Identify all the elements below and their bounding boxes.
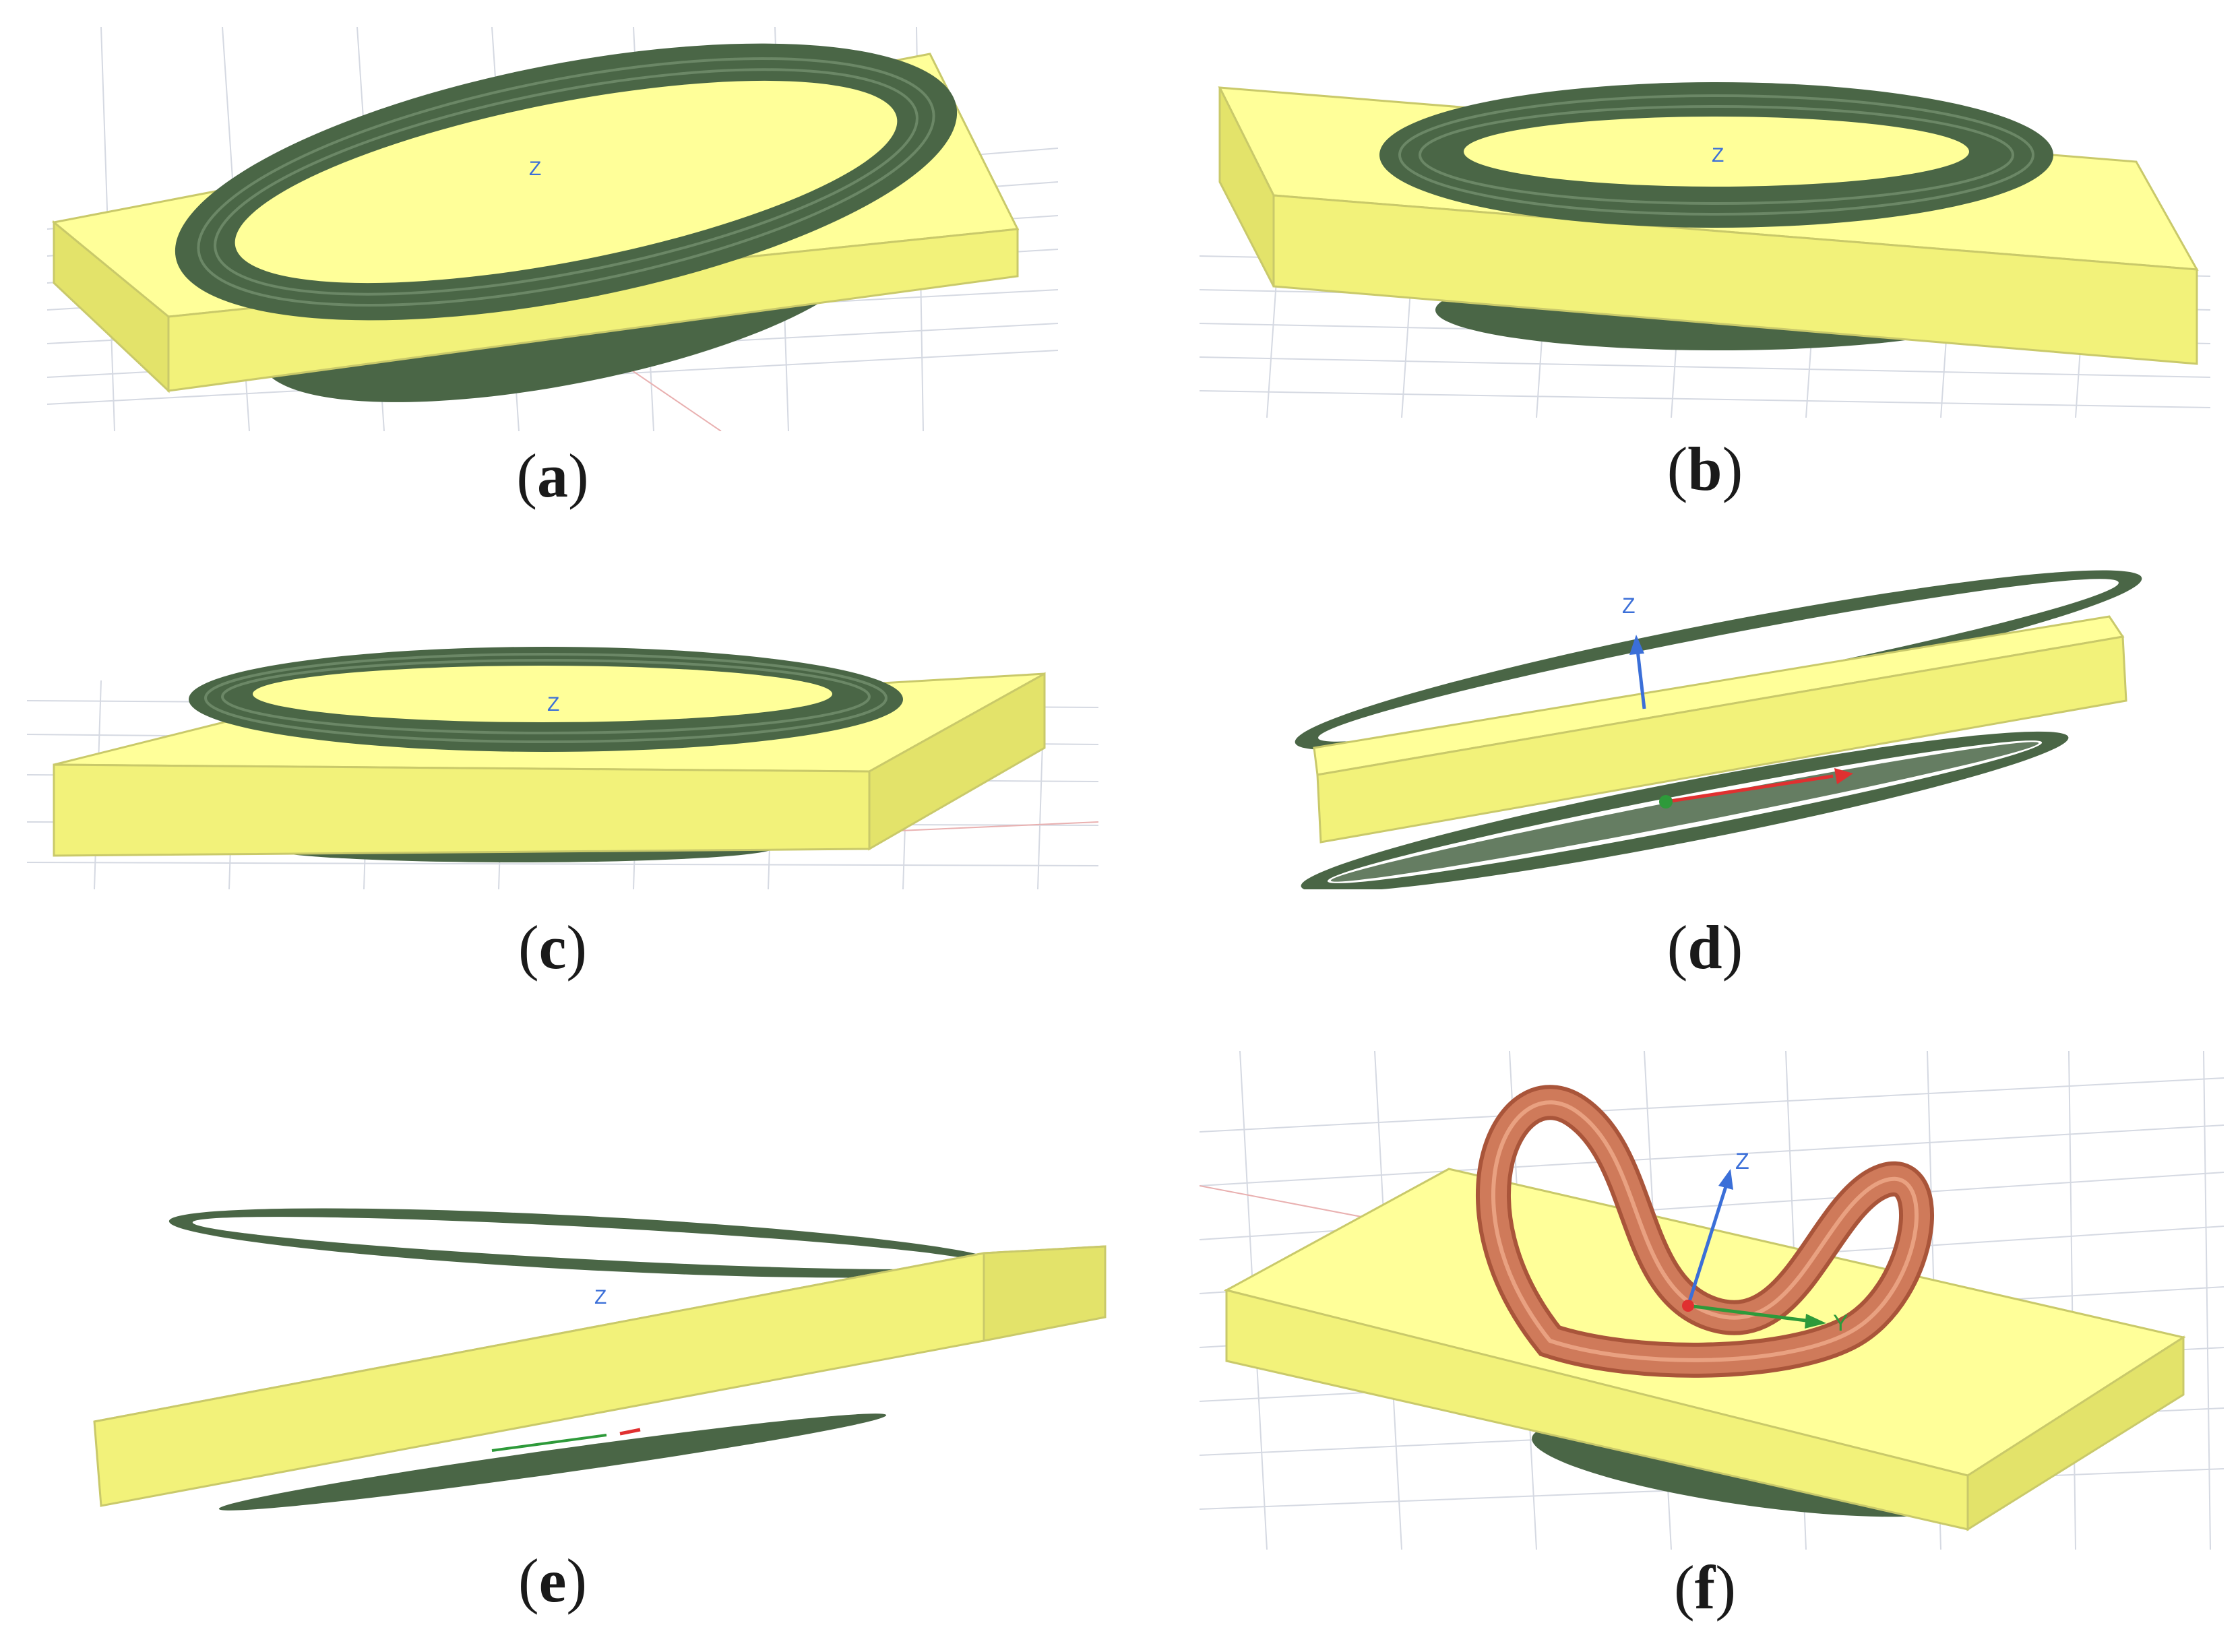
panel-f-render: Z Y	[1200, 1051, 2224, 1550]
z-axis-label: Z	[594, 1286, 606, 1308]
copper-saddle-coil	[1476, 1085, 1934, 1378]
core-side-face	[53, 220, 170, 393]
core-front-face	[1316, 635, 2127, 844]
axis-triad: Z	[1622, 594, 1853, 808]
panel-c-render: Z	[27, 647, 1098, 889]
z-axis-label: Z	[529, 158, 541, 180]
caption-b: (b)	[1667, 435, 1743, 503]
panel-a: Z	[47, 27, 1058, 431]
core-side-face	[1218, 87, 1275, 287]
panel-c: Z	[27, 600, 1098, 889]
core-side-face	[983, 1245, 1107, 1342]
panel-e: Z	[88, 1193, 1139, 1529]
z-axis-label: Z	[1735, 1149, 1749, 1174]
panel-f: Z Y	[1200, 1051, 2224, 1550]
z-axis-label: Z	[1622, 594, 1636, 618]
caption-c: (c)	[518, 913, 588, 982]
axis-triad: Z Y	[1682, 1149, 1848, 1336]
top-coil	[168, 1208, 1004, 1278]
ferrite-core	[93, 1245, 1107, 1507]
caption-e: (e)	[518, 1546, 588, 1615]
panel-a-render: Z	[47, 27, 1058, 431]
core-side-face	[868, 672, 1046, 851]
core-front-face	[53, 763, 871, 857]
panel-d-render: Z	[1295, 570, 2142, 889]
y-axis-label: Y	[1833, 1310, 1848, 1336]
z-axis-label: Z	[547, 693, 559, 716]
top-coil	[175, 43, 958, 321]
panel-b-render: Z	[1200, 82, 2210, 418]
z-axis-label: Z	[1712, 144, 1724, 166]
top-coil	[1379, 82, 2053, 228]
caption-d: (d)	[1667, 913, 1743, 982]
top-coil	[1295, 570, 2142, 751]
core-side-face	[1966, 1335, 2185, 1531]
caption-f: (f)	[1674, 1553, 1736, 1622]
bottom-coil	[1301, 731, 2069, 889]
panel-b: Z	[1200, 20, 2210, 418]
bottom-coil	[218, 1413, 887, 1511]
axis-triad	[491, 1428, 641, 1452]
caption-a: (a)	[516, 441, 589, 510]
ferrite-core	[1313, 615, 2127, 844]
panel-d: Z	[1267, 559, 2170, 889]
top-coil	[189, 647, 903, 752]
panel-e-render: Z	[93, 1208, 1107, 1511]
